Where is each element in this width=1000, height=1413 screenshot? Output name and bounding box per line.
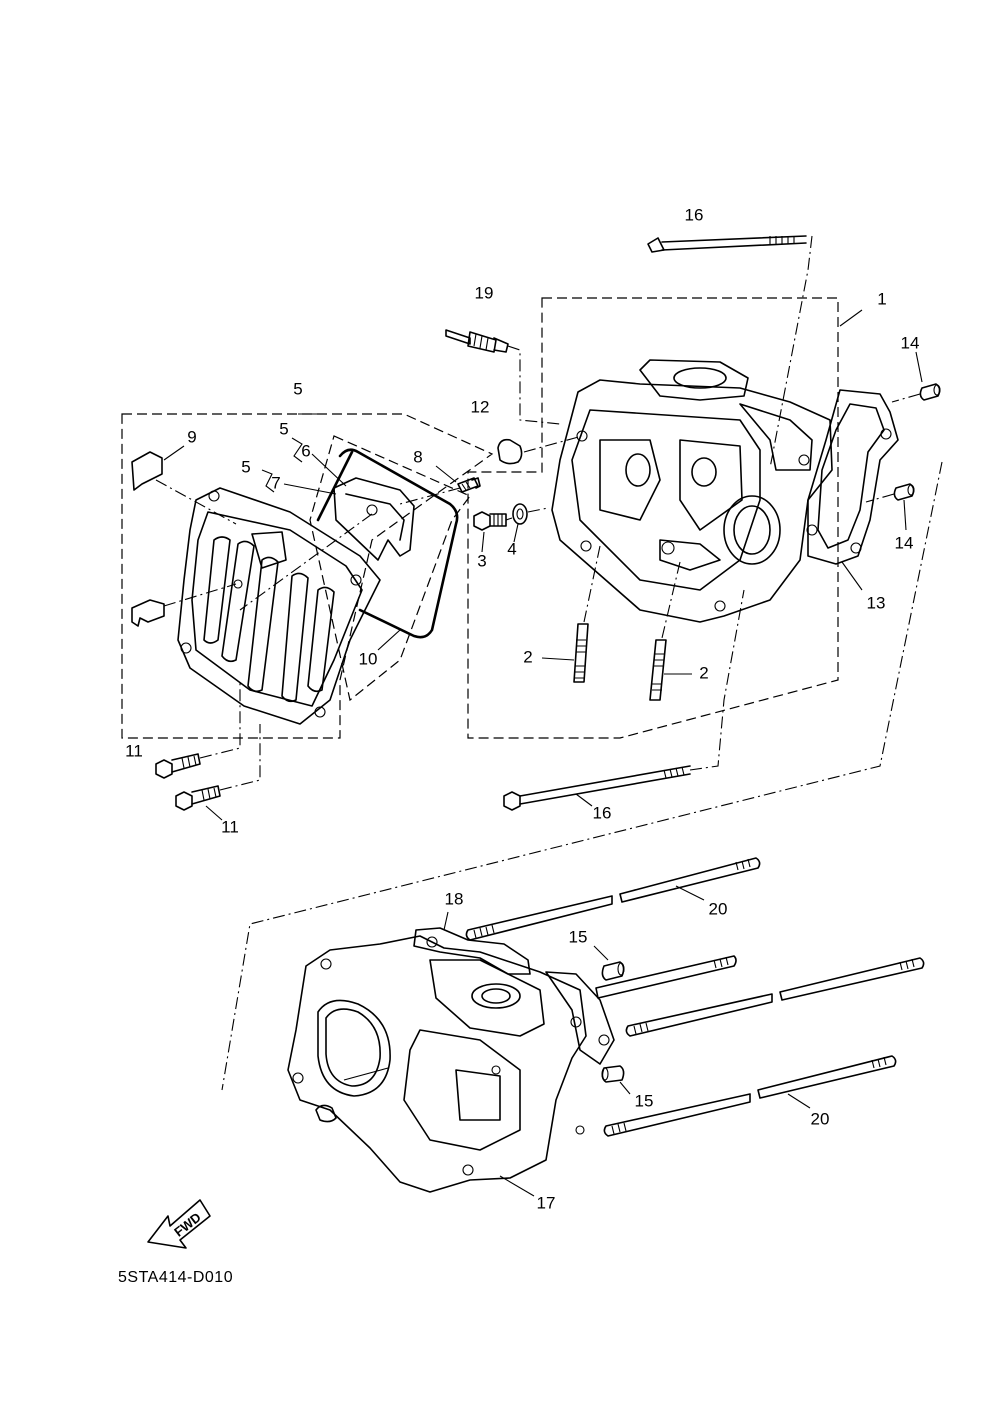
part-14-dowel-upper bbox=[891, 351, 941, 403]
part-14-dowel-lower bbox=[865, 483, 915, 531]
part-2-stud-right bbox=[649, 561, 692, 701]
callout-8: 8 bbox=[413, 447, 422, 466]
callout-16-upper: 16 bbox=[685, 205, 704, 224]
part-15-dowel-upper bbox=[593, 945, 625, 981]
callout-10: 10 bbox=[359, 649, 378, 668]
part-17-cylinder-block bbox=[287, 935, 615, 1197]
callout-19: 19 bbox=[475, 283, 494, 302]
cylinder-head-group-box bbox=[467, 297, 839, 739]
part-13-gasket bbox=[807, 389, 899, 591]
diagram-reference-code: 5STA414-D010 bbox=[118, 1269, 233, 1286]
callout-14-upper: 14 bbox=[901, 333, 920, 352]
callout-11-upper: 11 bbox=[125, 741, 143, 760]
part-15-dowel-lower bbox=[601, 1065, 631, 1095]
part-10-gasket bbox=[316, 448, 459, 651]
callout-13: 13 bbox=[867, 593, 886, 612]
valve-cover-plate-group-box bbox=[309, 435, 471, 702]
part-16-lower-bolt bbox=[503, 589, 745, 811]
fwd-label: FWD bbox=[171, 1210, 204, 1240]
callout-20-lower: 20 bbox=[811, 1109, 830, 1128]
guide-line-cylinder-head-to-block bbox=[221, 461, 943, 1091]
cylinder-head-cover-group-box bbox=[121, 413, 494, 739]
part-16-upper-bolt bbox=[647, 235, 813, 469]
part-11-bolt-lower bbox=[175, 724, 261, 821]
part-19-spark-plug bbox=[445, 329, 561, 425]
callout-11-lower: 11 bbox=[221, 817, 239, 836]
callout-20-upper: 20 bbox=[709, 899, 728, 918]
part-11-bolt-upper bbox=[155, 680, 241, 779]
part-3-bolt bbox=[473, 511, 507, 553]
part-1-cylinder-head bbox=[551, 309, 863, 623]
part-20-stud-3 bbox=[625, 957, 925, 1037]
callout-4: 4 bbox=[507, 539, 516, 558]
part-18-gasket bbox=[413, 911, 531, 975]
part-20-stud-1 bbox=[465, 857, 761, 941]
part-9-bracket bbox=[131, 445, 237, 525]
callout-9: 9 bbox=[187, 427, 196, 446]
part-20-stud-2 bbox=[595, 955, 737, 999]
callout-2-right: 2 bbox=[699, 663, 708, 682]
part-8-bolt bbox=[399, 465, 481, 505]
part-breather-fitting bbox=[131, 583, 237, 627]
callout-14-lower: 14 bbox=[895, 533, 914, 552]
callout-7: 7 bbox=[271, 473, 280, 492]
callout-6: 6 bbox=[301, 441, 310, 460]
part-4-washer bbox=[505, 503, 549, 543]
callout-15-lower: 15 bbox=[635, 1091, 654, 1110]
part-12-cap bbox=[497, 435, 583, 465]
cylinder-head-cover bbox=[177, 487, 381, 725]
part-2-stud-left bbox=[541, 545, 601, 683]
callout-18: 18 bbox=[445, 889, 464, 908]
callout-1: 1 bbox=[877, 289, 886, 308]
callout-5-top: 5 bbox=[293, 379, 302, 398]
callout-2-left: 2 bbox=[523, 647, 532, 666]
fwd-direction-arrow: FWD bbox=[147, 1199, 211, 1249]
callout-5-lower: 5 bbox=[241, 457, 250, 476]
callout-5-middle: 5 bbox=[279, 419, 288, 438]
callout-17: 17 bbox=[537, 1193, 556, 1212]
callout-12: 12 bbox=[471, 397, 490, 416]
part-5-callout-brackets bbox=[261, 413, 326, 493]
callout-16-lower: 16 bbox=[593, 803, 612, 822]
callout-3: 3 bbox=[477, 551, 486, 570]
part-20-stud-4 bbox=[603, 1055, 897, 1137]
part-6-7-cover-plate bbox=[239, 453, 415, 611]
callout-15-upper: 15 bbox=[569, 927, 588, 946]
